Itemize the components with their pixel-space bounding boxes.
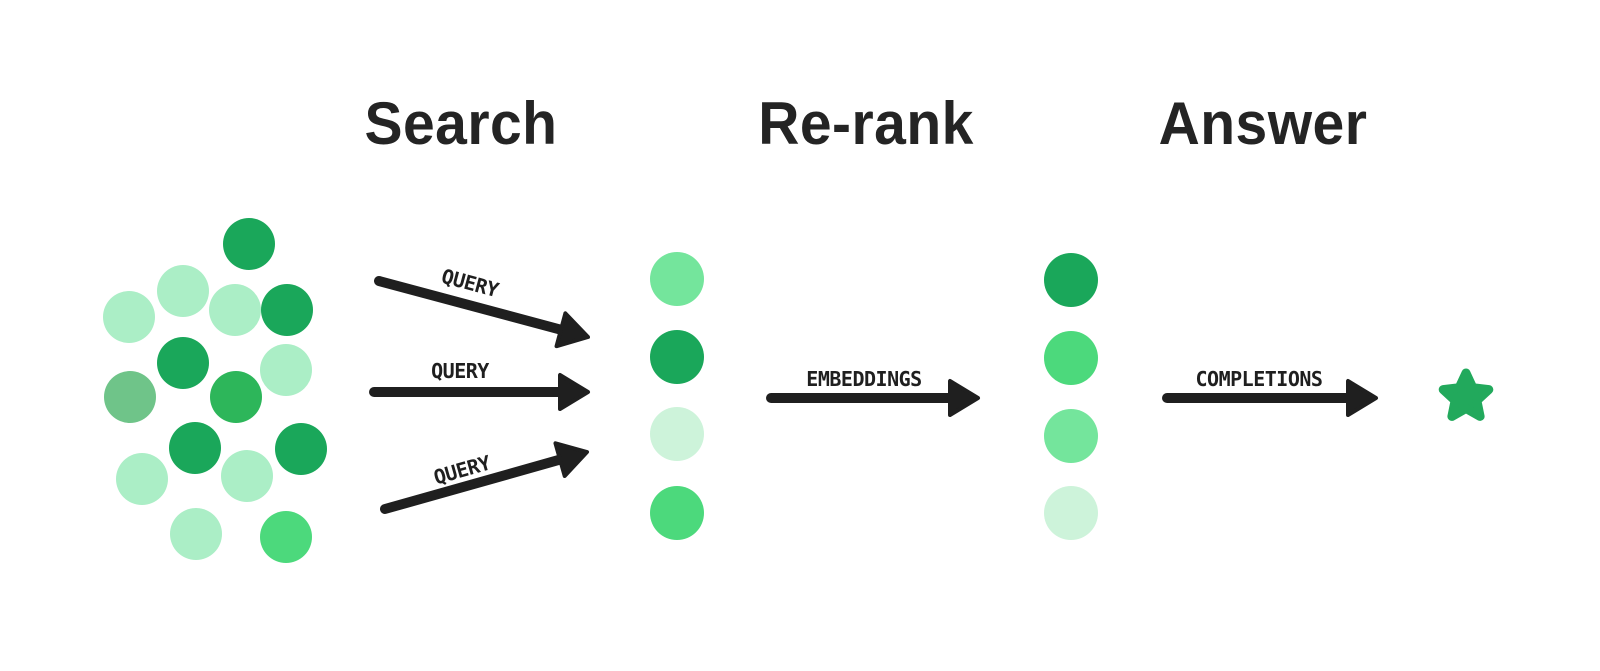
document-dot [116,453,168,505]
stage-title-search: Search [364,90,558,157]
search-result-dot [650,486,704,540]
query-2-arrowhead-icon [558,373,590,411]
document-dot [169,422,221,474]
query-2-arrow-label: QUERY [431,359,489,383]
document-dot [157,265,209,317]
document-dot [260,344,312,396]
document-dot [103,291,155,343]
embeddings-arrowhead-icon [948,379,980,417]
rerank-result-dot [1044,331,1098,385]
search-result-dot [650,252,704,306]
query-3-arrow: QUERY [380,441,589,514]
document-dot [261,284,313,336]
document-dot [223,218,275,270]
rerank-result-dot [1044,253,1098,307]
rerank-result-dot [1044,486,1098,540]
document-dot [209,284,261,336]
completions-arrow: COMPLETIONS [1162,367,1378,417]
query-1-arrow-shaft [374,276,572,337]
embeddings-arrow: EMBEDDINGS [766,367,980,417]
arrows-layer: QUERY QUERY QUERY EMBEDDINGS COMPLETIONS [369,264,1378,514]
document-dot [275,423,327,475]
completions-arrow-label: COMPLETIONS [1196,367,1323,391]
query-3-arrowhead-icon [553,441,589,478]
document-dot [260,511,312,563]
answer-star-icon [1438,368,1494,421]
document-dot [221,450,273,502]
document-dot [170,508,222,560]
document-dot [210,371,262,423]
search-result-dot [650,330,704,384]
query-2-arrow: QUERY [369,359,590,411]
search-result-dot [650,407,704,461]
query-3-arrow-shaft [380,452,571,514]
query-1-arrow: QUERY [374,264,590,349]
embeddings-arrow-label: EMBEDDINGS [806,367,921,391]
document-dot [157,337,209,389]
stage-title-answer: Answer [1158,90,1368,157]
stage-title-rerank: Re-rank [758,90,974,157]
completions-arrowhead-icon [1346,379,1378,417]
document-dot [104,371,156,423]
rerank-result-dot [1044,409,1098,463]
query-1-arrowhead-icon [554,311,590,349]
